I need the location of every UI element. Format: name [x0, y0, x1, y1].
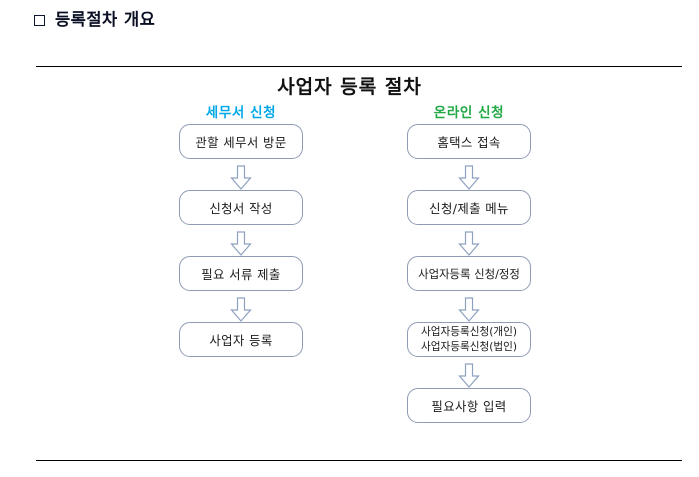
- arrow-down-block-icon: [458, 363, 480, 388]
- arrow-down-block-icon: [458, 165, 480, 190]
- flow-step-box: 홈택스 접속: [407, 124, 531, 159]
- flow-step-label: 신청서 작성: [209, 200, 273, 216]
- flow-step-box: 필요사항 입력: [407, 388, 531, 423]
- square-outline-icon: [34, 14, 45, 26]
- flow-step-box: 필요 서류 제출: [179, 256, 303, 291]
- flow-step-box: 사업자등록신청(개인) 사업자등록신청(법인): [407, 322, 531, 357]
- arrow-down-block-icon: [230, 297, 252, 322]
- flow-step-label: 필요사항 입력: [431, 398, 507, 414]
- divider-top: [36, 66, 682, 67]
- arrow-down-block-icon: [230, 231, 252, 256]
- flow-step-label: 신청/제출 메뉴: [429, 200, 509, 216]
- column-heading-online: 온라인 신청: [433, 105, 505, 121]
- flow-step-box: 사업자등록 신청/정정: [407, 256, 531, 291]
- arrow-down-block-icon: [458, 231, 480, 256]
- page-title-text: 등록절차 개요: [55, 10, 156, 29]
- column-heading-office: 세무서 신청: [205, 105, 277, 121]
- diagram-title: 사업자 등록 절차: [277, 76, 422, 98]
- divider-bottom: [36, 460, 682, 461]
- flow-step-box: 신청서 작성: [179, 190, 303, 225]
- flow-step-label: 사업자등록 신청/정정: [418, 266, 520, 281]
- flow-step-label: 사업자등록신청(개인): [421, 325, 517, 338]
- flow-step-box: 관할 세무서 방문: [179, 124, 303, 159]
- arrow-down-block-icon: [230, 165, 252, 190]
- flow-step-label: 필요 서류 제출: [201, 266, 281, 282]
- flow-step-label: 사업자 등록: [209, 332, 273, 348]
- flow-step-label: 사업자등록신청(법인): [421, 340, 517, 353]
- flow-step-label: 관할 세무서 방문: [195, 134, 287, 150]
- flow-step-label: 홈택스 접속: [437, 134, 501, 150]
- flow-step-box: 신청/제출 메뉴: [407, 190, 531, 225]
- page-title: 등록절차 개요: [34, 10, 156, 29]
- arrow-down-block-icon: [458, 297, 480, 322]
- flow-step-box: 사업자 등록: [179, 322, 303, 357]
